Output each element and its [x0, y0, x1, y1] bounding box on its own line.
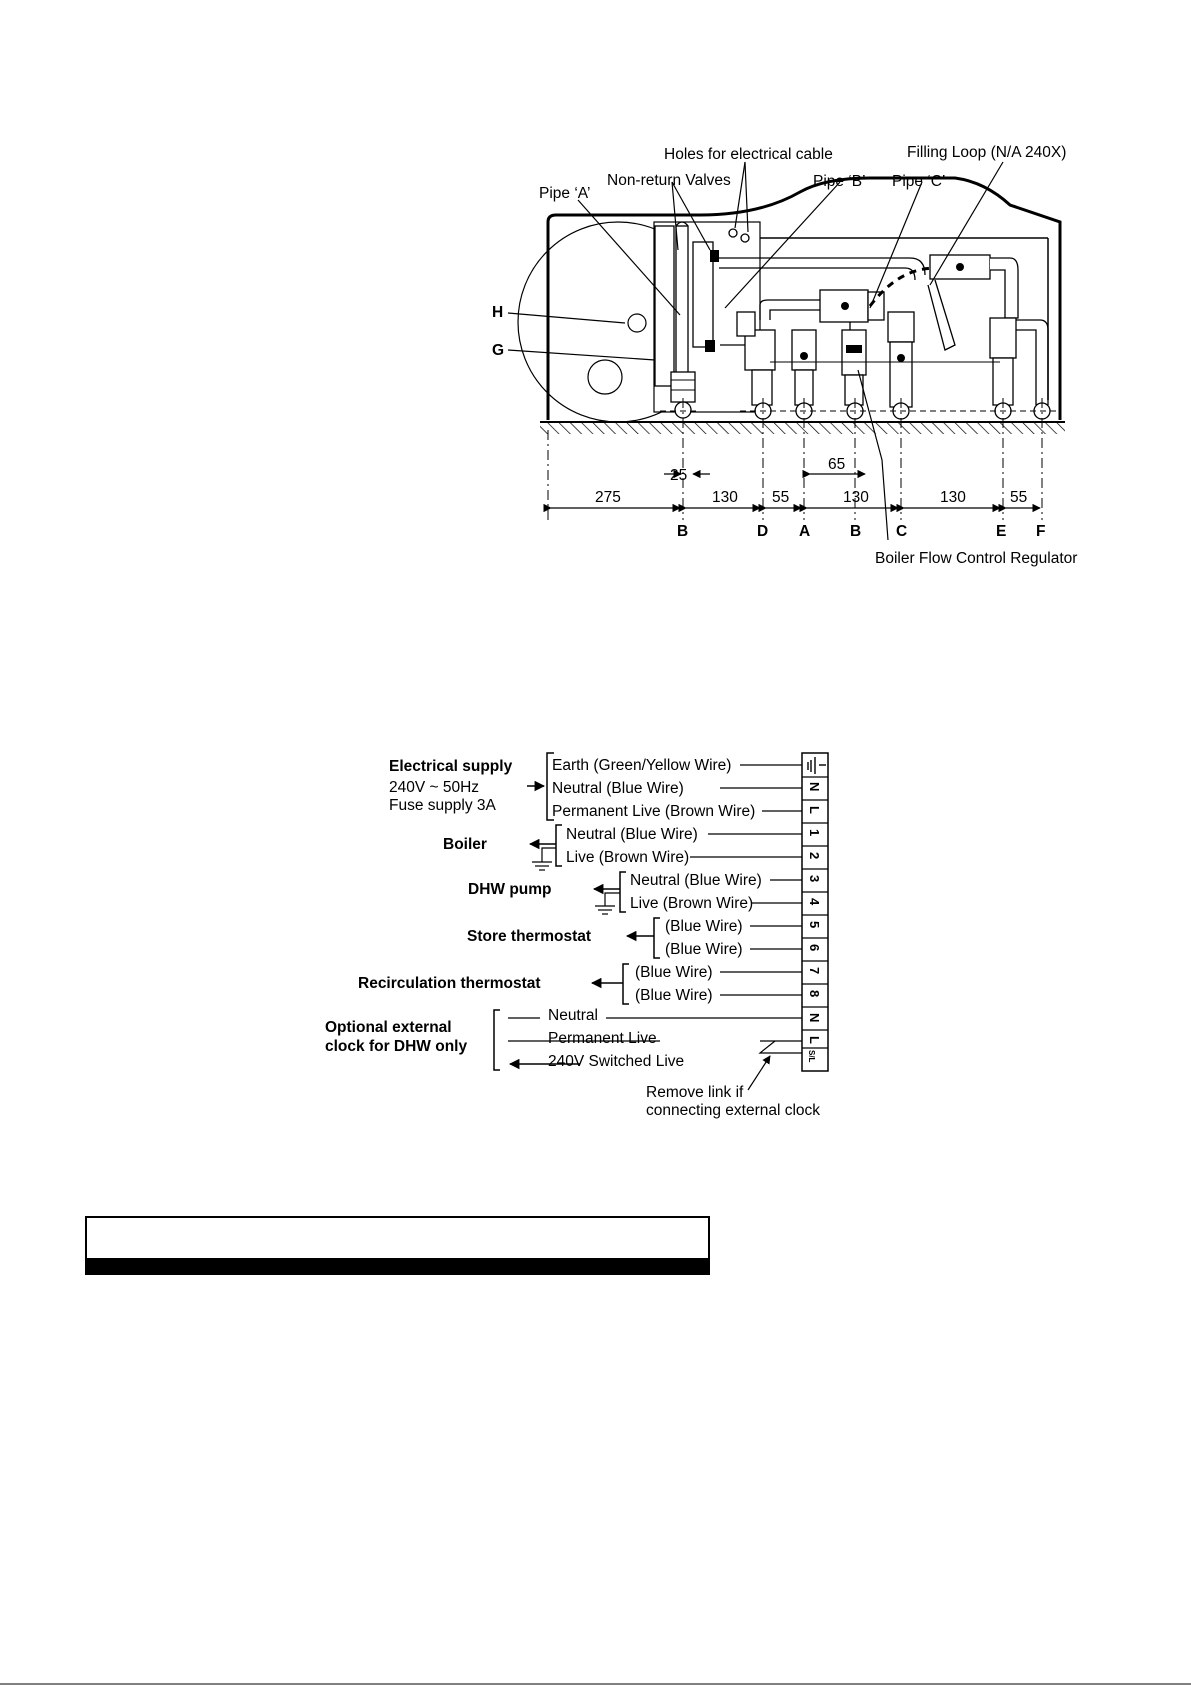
label-holes: Holes for electrical cable [664, 146, 833, 163]
wire-store-1: (Blue Wire) [665, 918, 743, 935]
note-line-2: connecting external clock [646, 1102, 820, 1119]
wire-boiler-live: Live (Brown Wire) [566, 849, 689, 866]
pipe-letter-b2: B [850, 523, 861, 540]
dim-275: 275 [595, 489, 621, 506]
dhw-pump-title: DHW pump [468, 881, 552, 898]
wire-supply-live: Permanent Live (Brown Wire) [552, 803, 755, 820]
dim-55-2: 55 [1010, 489, 1027, 506]
ground-icon-boiler [532, 847, 556, 871]
terminal-8: 8 [807, 990, 822, 997]
wire-clock-neutral: Neutral [548, 1007, 598, 1024]
wire-dhw-neutral: Neutral (Blue Wire) [630, 872, 762, 889]
terminal-l2: L [807, 1036, 822, 1044]
terminal-l1: L [807, 806, 822, 814]
wire-supply-neutral: Neutral (Blue Wire) [552, 780, 684, 797]
boiler-title: Boiler [443, 836, 487, 853]
recirc-thermostat-title: Recirculation thermostat [358, 975, 541, 992]
wire-clock-switched: 240V Switched Live [548, 1053, 684, 1070]
wiring-diagram: N L 1 2 3 4 5 6 7 8 N L S/L [325, 752, 829, 1119]
pipe-diagram: Holes for electrical cable Filling Loop … [492, 144, 1077, 567]
label-regulator: Boiler Flow Control Regulator [875, 550, 1077, 567]
supply-voltage: 240V ~ 50Hz [389, 779, 479, 796]
dim-55-1: 55 [772, 489, 789, 506]
pipe-letter-e: E [996, 523, 1006, 540]
terminal-1: 1 [807, 829, 822, 836]
wire-dhw-live: Live (Brown Wire) [630, 895, 753, 912]
terminal-3: 3 [807, 875, 822, 882]
label-pipe-c: Pipe ‘C’ [892, 173, 945, 190]
terminal-2: 2 [807, 852, 822, 859]
pipe-g [654, 225, 675, 387]
label-g: G [492, 342, 504, 359]
terminal-5: 5 [807, 921, 822, 928]
wire-boiler-neutral: Neutral (Blue Wire) [566, 826, 698, 843]
dim-130-3: 130 [940, 489, 966, 506]
wire-clock-live: Permanent Live [548, 1030, 657, 1047]
terminal-6: 6 [807, 944, 822, 951]
housing-outline [546, 176, 1062, 420]
terminal-n1: N [807, 782, 822, 791]
floor-hatch [540, 422, 1065, 434]
hole-h [627, 313, 647, 333]
clock-title-2: clock for DHW only [325, 1038, 467, 1055]
pipe-letter-a: A [799, 523, 810, 540]
dim-25: 25 [670, 467, 687, 484]
wire-store-2: (Blue Wire) [665, 941, 743, 958]
pipe-letter-d: D [757, 523, 768, 540]
dim-130-1: 130 [712, 489, 738, 506]
pipe-letter-c: C [896, 523, 907, 540]
dim-130-2: 130 [843, 489, 869, 506]
supply-fuse: Fuse supply 3A [389, 797, 496, 814]
terminal-block: N L 1 2 3 4 5 6 7 8 N L S/L [801, 752, 829, 1072]
terminal-4: 4 [807, 898, 822, 906]
label-pipe-a: Pipe ‘A’ [539, 185, 590, 202]
dim-65: 65 [828, 456, 845, 473]
wire-recirc-2: (Blue Wire) [635, 987, 713, 1004]
clock-title-1: Optional external [325, 1019, 452, 1036]
terminal-n2: N [807, 1013, 822, 1022]
supply-title: Electrical supply [389, 758, 513, 775]
label-filling-loop: Filling Loop (N/A 240X) [907, 144, 1066, 161]
hole-large [587, 359, 623, 395]
wire-earth: Earth (Green/Yellow Wire) [552, 757, 731, 774]
pipe-letter-b1: B [677, 523, 688, 540]
note-line-1: Remove link if [646, 1084, 744, 1101]
wire-recirc-1: (Blue Wire) [635, 964, 713, 981]
label-pipe-b: Pipe ‘B’ [813, 173, 866, 190]
section-banner [85, 1216, 710, 1275]
ground-icon-dhw-pump [595, 892, 620, 915]
earth-terminal-icon [807, 757, 826, 774]
pipe-letter-f: F [1036, 523, 1045, 540]
store-thermostat-title: Store thermostat [467, 928, 591, 945]
label-non-return: Non-return Valves [607, 172, 731, 189]
label-h: H [492, 304, 503, 321]
terminal-sl: S/L [807, 1050, 816, 1063]
terminal-7: 7 [807, 967, 822, 974]
